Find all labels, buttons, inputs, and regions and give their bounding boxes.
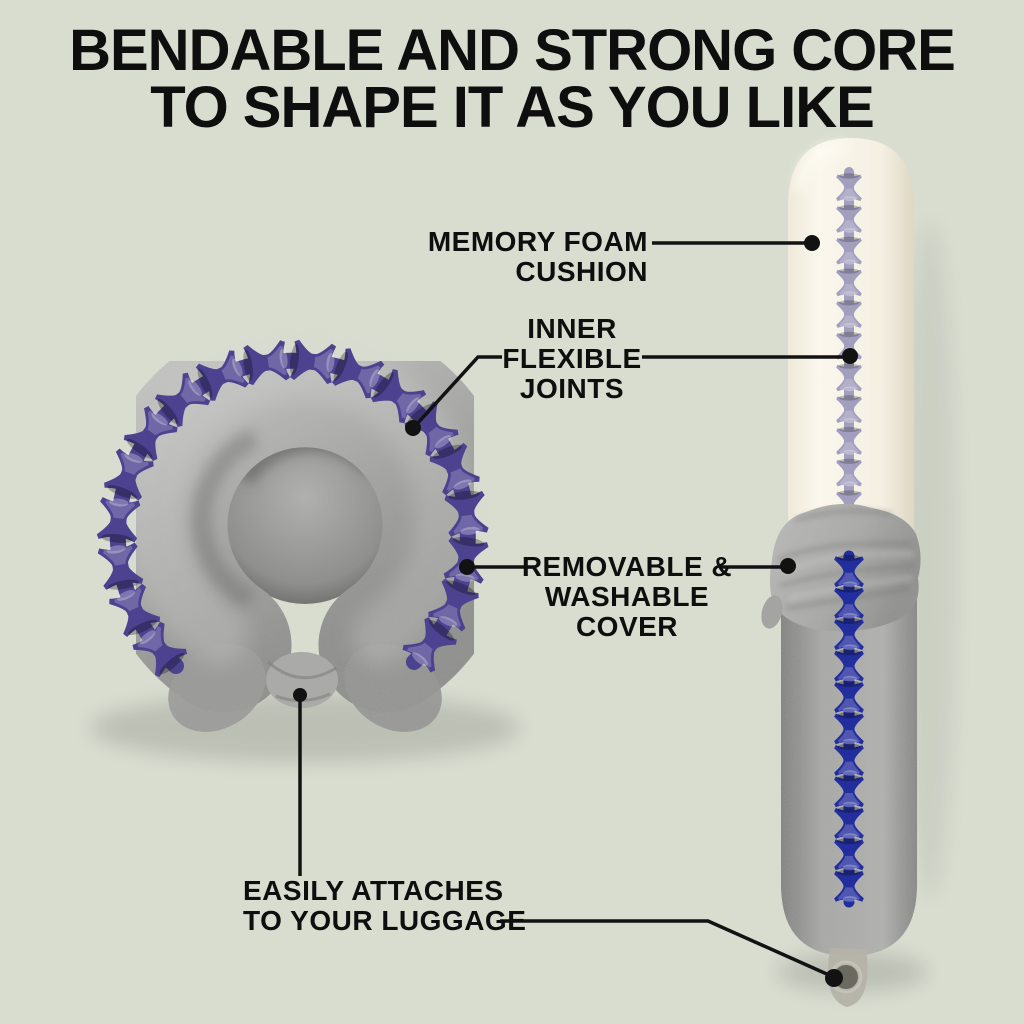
label-memory-foam-line1: MEMORY FOAM	[427, 226, 648, 257]
neck-pillow-hole	[223, 440, 387, 604]
headline-line1: BENDABLE AND STRONG CORE	[69, 18, 956, 83]
label-joints-line3: JOINTS	[519, 373, 625, 404]
callout-dot-attach-knot	[293, 688, 307, 702]
neck-pillow	[90, 312, 520, 762]
neck-pillow-inner-shade	[191, 428, 260, 609]
pillow-cover-folds	[777, 509, 916, 610]
label-memory-foam-line2: CUSHION	[515, 256, 648, 287]
callout-dot-cover-left	[459, 559, 475, 575]
label-cover-line2: WASHABLE	[544, 581, 710, 612]
headline: BENDABLE AND STRONG CORE TO SHAPE IT AS …	[0, 18, 1024, 140]
callout-dot-joints-left	[405, 420, 421, 436]
headline-line2: TO SHAPE IT AS YOU LIKE	[150, 75, 875, 140]
neck-pillow-left-end	[168, 644, 266, 732]
callout-dot-joints-right	[842, 348, 858, 364]
callout-dot-luggage	[825, 969, 843, 987]
callout-dot-memory-foam	[804, 235, 820, 251]
label-luggage-line2: TO YOUR LUGGAGE	[243, 905, 527, 936]
label-joints-line2: FLEXIBLE	[502, 343, 642, 374]
callout-line-luggage	[500, 919, 830, 977]
neck-pillow-joint-spine	[96, 339, 490, 680]
label-cover-line3: COVER	[575, 611, 679, 642]
label-inner-flexible-joints: INNER FLEXIBLE JOINTS	[452, 314, 692, 404]
callout-lines	[293, 235, 858, 987]
neck-pillow-knot	[266, 652, 338, 708]
callout-dot-cover-right	[780, 558, 796, 574]
memory-foam-top-highlight	[795, 141, 846, 191]
callout-line-joints-left	[415, 355, 502, 426]
label-luggage-line1: EASILY ATTACHES	[243, 875, 504, 906]
label-removable-washable-cover: REMOVABLE & WASHABLE COVER	[507, 552, 747, 642]
label-joints-line1: INNER	[527, 313, 617, 344]
label-cover-line1: REMOVABLE &	[521, 551, 733, 582]
pillow-cover-nub	[761, 595, 783, 629]
cover-outer-spine	[834, 550, 864, 908]
label-memory-foam-cushion: MEMORY FOAM CUSHION	[428, 227, 648, 287]
straight-pillow	[761, 138, 956, 1007]
label-easily-attaches-luggage: EASILY ATTACHES TO YOUR LUGGAGE	[243, 875, 527, 936]
